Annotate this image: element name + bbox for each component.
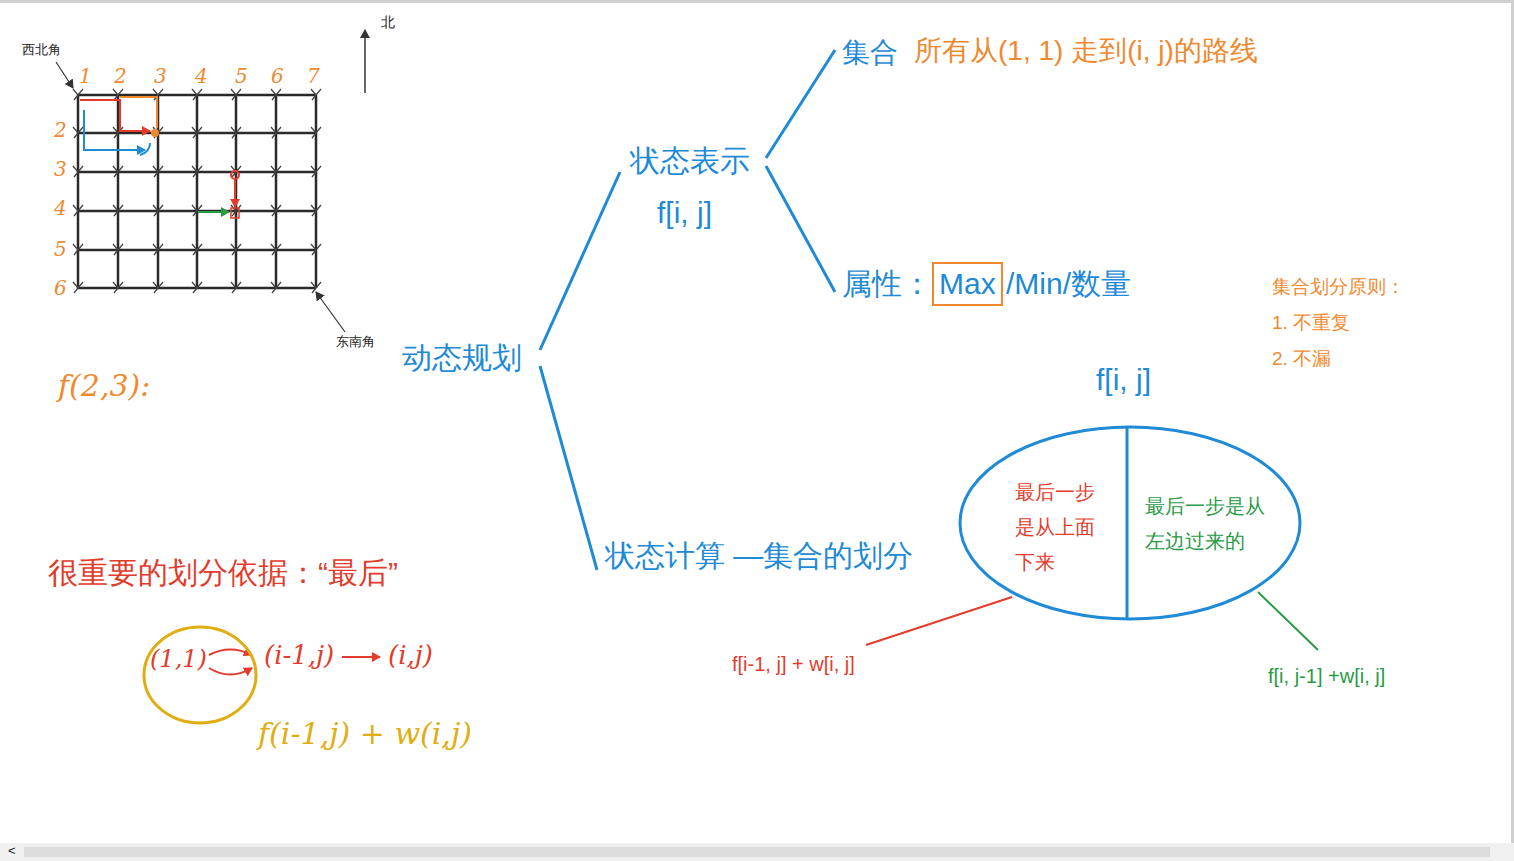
handwritten-formula: f(i-1,j) + w(i,j) [258,716,472,752]
principle-note: 2. 不漏 [1272,348,1331,371]
circled-start: (1,1) [142,625,258,725]
ellipse-outline [142,625,258,725]
split-ellipse: f[i, j]最后一步是从上面下来最后一步是从左边过来的 [958,425,1302,621]
principle-note: 集合划分原则： [1272,276,1405,299]
column-number: 6 [271,64,284,88]
root-topic: 动态规划 [402,340,522,376]
branch-formula: f[i, j] [657,195,712,231]
principle-note: 1. 不重复 [1272,312,1350,335]
column-number: 2 [114,64,127,88]
scroll-arrow: < [8,843,16,859]
north-arrow [364,30,366,93]
corner-label: 东南角 [336,334,375,350]
ellipse-shape [960,427,1300,619]
hand-arrow [209,650,252,656]
divider-line [1126,426,1129,620]
formula: f[i, j-1] +w[i, j] [1268,664,1385,688]
target-dot [151,129,159,137]
corner-pointer [316,292,345,332]
formula: f[i-1, j] + w[i, j] [732,652,855,676]
column-number: 1 [79,64,92,88]
highlight-box: Max [932,262,1003,306]
arrow-right [198,211,229,213]
tree-ticks [73,89,321,293]
scrollbar-thumb [24,847,1490,857]
handwritten-formula: (i-1,j) [264,640,334,671]
grid-lines [78,95,316,288]
leader-line [1258,592,1318,650]
row-number: 5 [54,237,67,261]
branch-topic: 状态计算 —集合的划分 [605,538,913,574]
half-region: 最后一步是从上面下来 [1015,475,1109,582]
hand-arrow [342,656,380,658]
leader-line [866,597,1012,645]
column-number: 5 [235,64,248,88]
hand-arrow [209,668,252,675]
scrollbar [0,843,1514,861]
branch-topic: 状态表示 [630,143,750,179]
handwritten-formula: (i,j) [388,640,433,671]
half-region: 最后一步是从左边过来的 [1145,489,1279,561]
leaf-detail: /Min/数量 [1006,266,1131,302]
row-number: 6 [54,276,67,300]
handwritten-note: f(2,3): [58,368,150,404]
column-number: 7 [307,64,320,88]
compass-label: 北 [381,14,395,31]
leaf-topic: 集合 [842,36,898,70]
mindmap-branches [540,50,835,570]
key-note: 很重要的划分依据：“最后” [48,555,398,591]
node-text: f[i, j] [1096,363,1151,397]
point-marker [231,171,239,179]
path-red [80,100,150,131]
row-number: 4 [54,196,67,220]
point-marker [231,208,239,218]
leaf-detail: 所有从(1, 1) 走到(i, j)的路线 [914,34,1258,68]
ellipse-shape [144,627,256,723]
leaf-topic: 属性： [842,266,932,302]
node-text: (1,1) [150,645,207,673]
path-orange [120,97,157,128]
ellipse-outline [958,425,1302,621]
window-border [0,0,1514,3]
row-number: 2 [54,118,67,142]
node-text: 最后一步是从上面下来 [1015,475,1109,580]
column-number: 3 [154,64,167,88]
node-text: 最后一步是从左边过来的 [1145,489,1279,559]
column-number: 4 [195,64,208,88]
window-border [1511,0,1514,843]
row-number: 3 [54,157,67,181]
corner-pointer [56,62,73,88]
corner-label: 西北角 [22,42,61,58]
path-blue-hook [140,143,150,155]
node-text: Max [939,266,996,302]
arrow-down [234,179,236,207]
path-blue [84,110,145,150]
